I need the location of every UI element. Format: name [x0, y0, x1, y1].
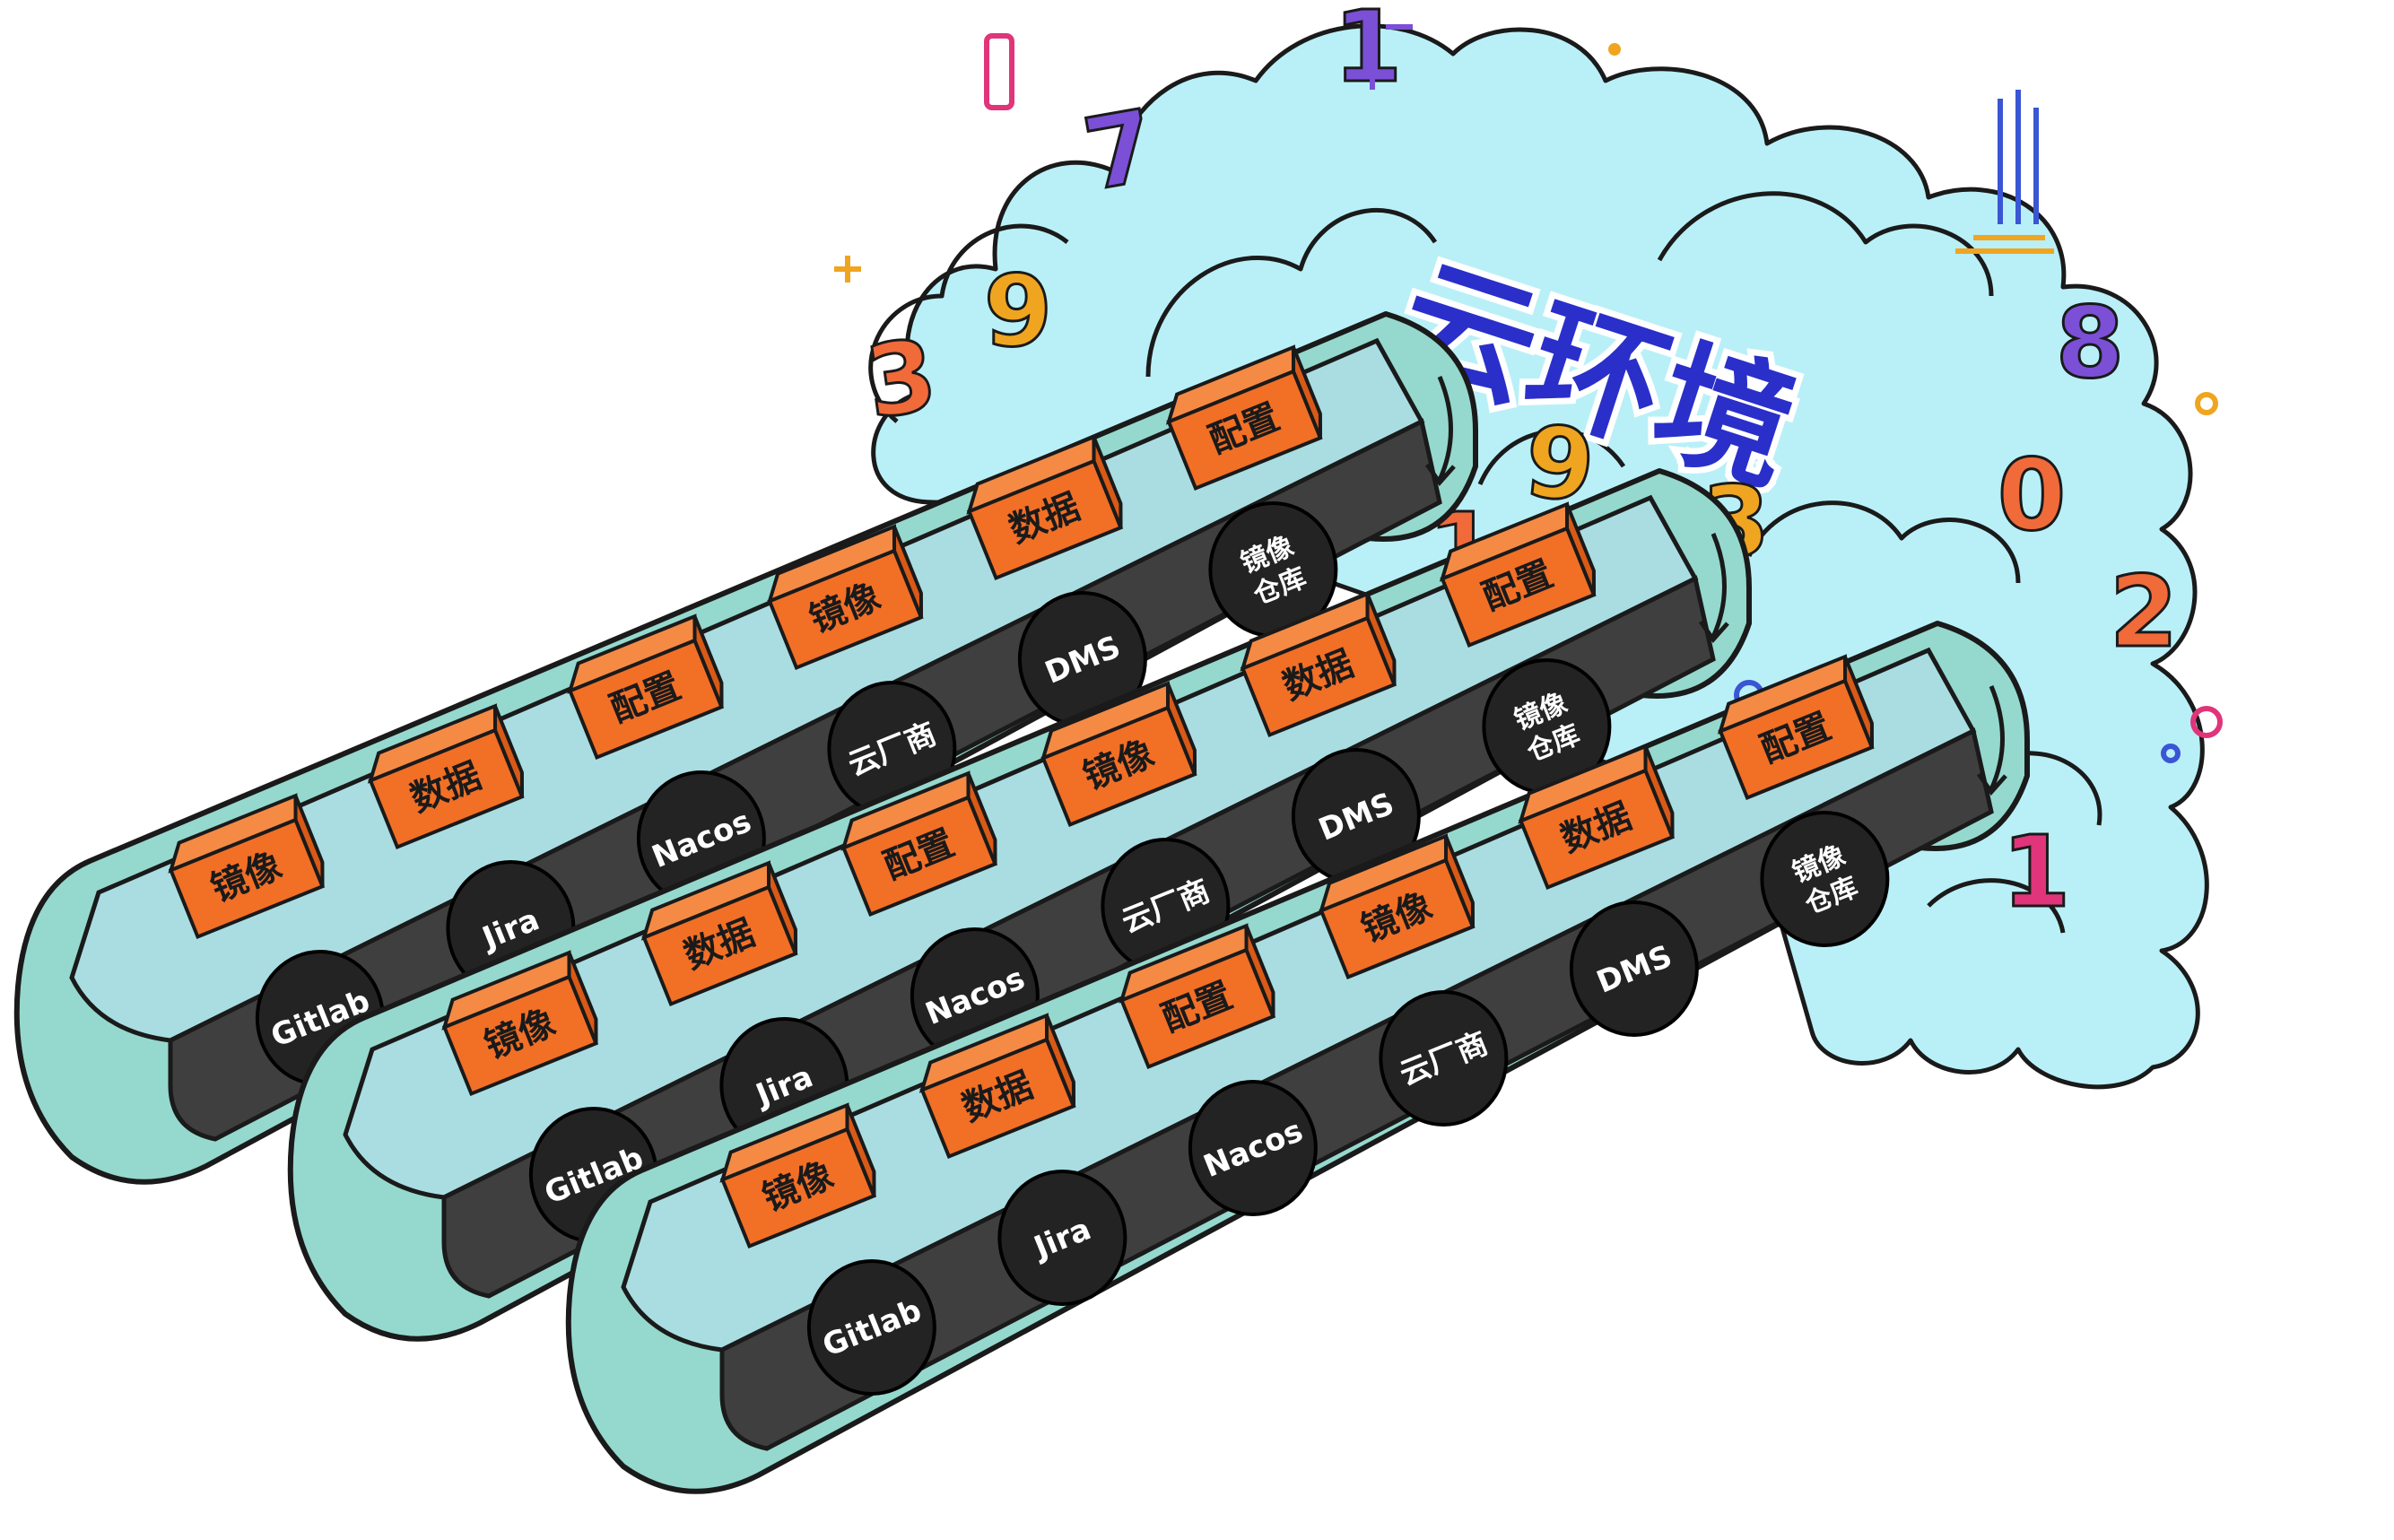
cargo-box: 配置: [1119, 923, 1276, 1070]
box-side-face: [845, 1104, 876, 1197]
roller: DMS: [1291, 748, 1421, 884]
decor-number: 3: [859, 318, 944, 440]
bar-mark-decor-2: [1370, 24, 1413, 90]
box-side-face: [1244, 925, 1275, 1018]
roller-disc: [1188, 1080, 1318, 1216]
roller: 镜像仓库: [1482, 658, 1612, 795]
roller-label: 镜像仓库: [1788, 840, 1862, 920]
conveyor-belts: GitlabJiraNacos云厂商DMS镜像仓库镜像数据配置镜像数据配置Git…: [13, 311, 2030, 1494]
cargo-box: 配置: [840, 770, 998, 918]
cargo-box: 数据: [1240, 591, 1397, 738]
box-side-face: [966, 772, 997, 866]
ring-mark-decor: [2190, 706, 2223, 738]
box-side-face: [492, 705, 525, 798]
dot-mark-decor: [1608, 43, 1621, 56]
box-side-face: [766, 862, 798, 955]
cargo-box: 数据: [966, 434, 1124, 581]
roller: 镜像仓库: [1760, 811, 1890, 947]
box-side-face: [1044, 1014, 1076, 1108]
cargo-box: 镜像: [168, 793, 326, 940]
roller: Nacos: [1188, 1080, 1318, 1216]
box-side-face: [293, 795, 325, 888]
box-side-face: [1564, 503, 1597, 596]
belt-direction-arrow: [1698, 533, 1729, 644]
belt-direction-arrow: [1424, 376, 1456, 487]
roller: Jira: [997, 1170, 1127, 1306]
cargo-box: 镜像: [1040, 681, 1197, 828]
cargo-box: 配置: [1717, 654, 1875, 801]
roller-disc: [1379, 990, 1509, 1127]
roller-disc: [806, 1259, 936, 1396]
bar-mark-decor: [984, 33, 1014, 110]
plus-mark-decor: [834, 256, 861, 283]
decor-number: 1: [2002, 814, 2071, 929]
roller: Gitlab: [806, 1259, 936, 1396]
roller: DMS: [1017, 591, 1147, 727]
roller: DMS: [1569, 901, 1699, 1037]
dash-mark-decor: [1955, 235, 2054, 254]
cargo-box: 配置: [567, 613, 725, 761]
cargo-box: 镜像: [1318, 833, 1476, 980]
cargo-box: 镜像: [719, 1102, 877, 1249]
box-side-face: [1842, 656, 1875, 749]
cargo-box: 数据: [367, 703, 525, 850]
decor-number: 8: [2056, 285, 2125, 400]
box-side-face: [1291, 346, 1323, 439]
roller: 镜像仓库: [1208, 501, 1338, 638]
cargo-box: 数据: [640, 860, 798, 1007]
box-side-face: [1165, 683, 1197, 776]
ring-mark-decor-2: [2161, 744, 2181, 763]
roller-disc: [997, 1170, 1127, 1306]
decor-number: 2: [2110, 554, 2179, 669]
cargo-box: 镜像: [766, 524, 924, 671]
cargo-box: 数据: [1518, 744, 1676, 891]
cargo-box: 数据: [918, 1013, 1076, 1160]
box-side-face: [1643, 745, 1675, 839]
decor-number: 1: [1334, 0, 1403, 104]
roller: 云厂商: [827, 681, 957, 817]
cargo-box: 配置: [1439, 501, 1597, 648]
box-side-face: [692, 615, 724, 709]
ring-mark-decor-3: [2195, 392, 2218, 415]
roller: 云厂商: [1379, 990, 1509, 1127]
cargo-box: 镜像: [441, 950, 599, 1097]
box-side-face: [1365, 593, 1397, 686]
line-mark-decor: [1998, 90, 2039, 224]
box-side-face: [567, 952, 598, 1045]
box-side-face: [1092, 436, 1123, 529]
box-side-face: [892, 526, 924, 619]
decorative-marks: [834, 24, 2223, 763]
cargo-box: 配置: [1165, 344, 1323, 492]
box-side-face: [1443, 835, 1476, 928]
decor-number: 9: [984, 254, 1053, 369]
roller-disc: [1569, 901, 1699, 1037]
roller-disc: [1760, 811, 1890, 947]
decor-number: 0: [1998, 438, 2067, 552]
belt-direction-arrow: [1976, 685, 2007, 796]
